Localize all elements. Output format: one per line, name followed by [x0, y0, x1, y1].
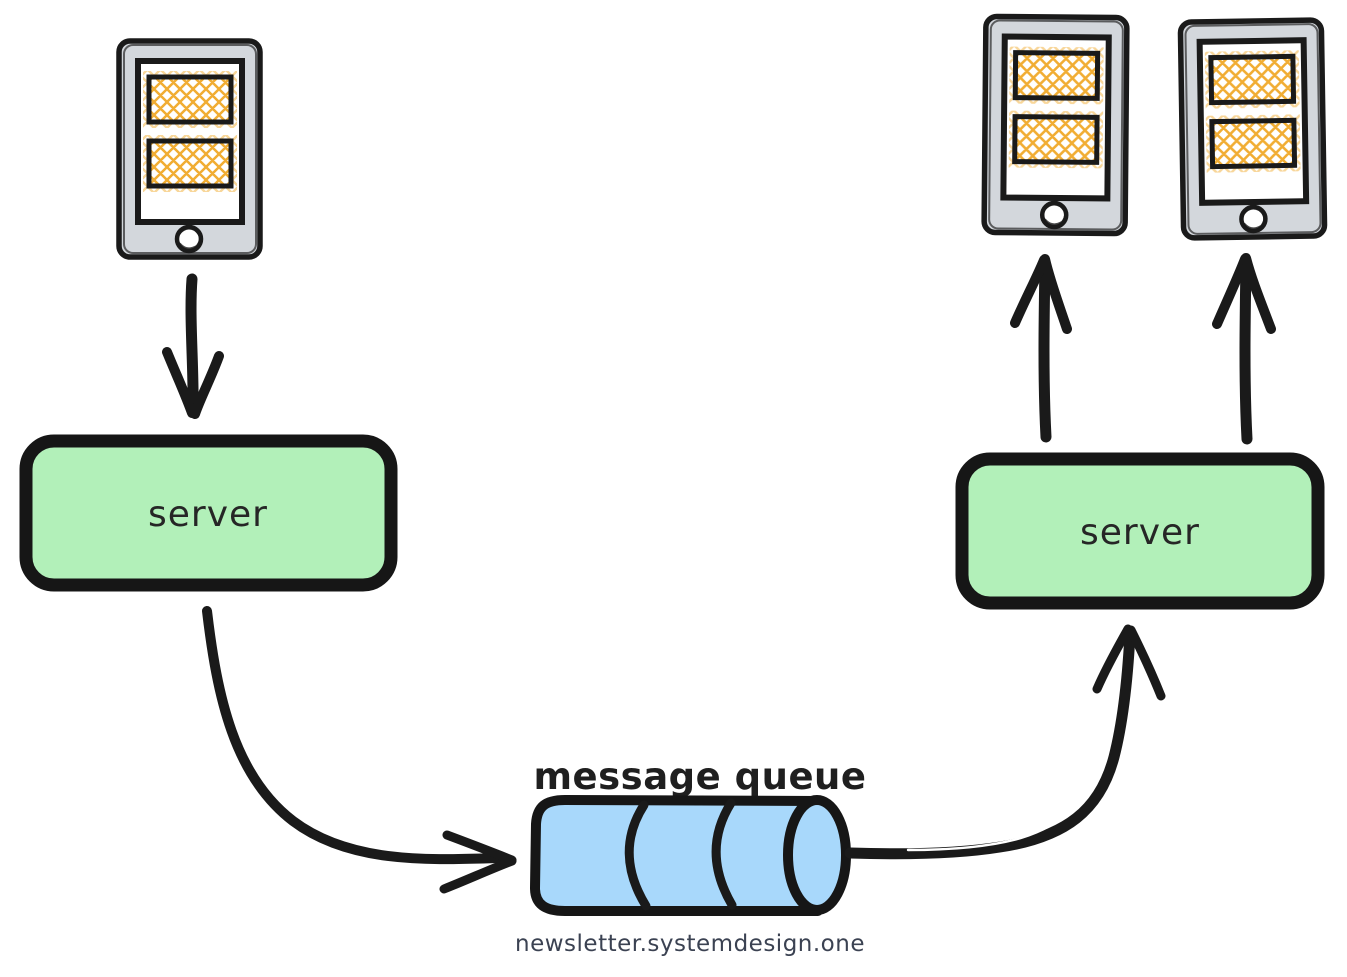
arrow-shaft: [185, 273, 199, 418]
right-server-label: server: [1080, 512, 1200, 553]
arrowhead-right-barb: [1126, 625, 1166, 701]
left-server-label: server: [148, 494, 268, 535]
arrow-shaft: [1038, 257, 1052, 443]
arrowhead-right-barb: [1241, 253, 1276, 334]
arrow-server-to-subscriber-2: [1212, 253, 1276, 445]
subscriber-phone-2-icon: [1180, 20, 1324, 238]
arrow-phone-to-left-server: [162, 273, 224, 419]
caption-text: newsletter.systemdesign.one: [515, 931, 865, 957]
arrowhead-upper-barb: [442, 830, 517, 865]
arrow-shaft: [844, 628, 1136, 860]
subscriber-phone-1-icon: [984, 16, 1127, 233]
server-box: [955, 452, 1325, 610]
arrow-server-to-queue: [202, 606, 517, 894]
queue-cylinder-end-cap: [783, 795, 851, 915]
message-queue-label: message queue: [534, 755, 867, 798]
queue-segment-divider-1: [624, 800, 651, 911]
arrowhead-left-barb: [162, 347, 197, 418]
queue-cylinder-body: [529, 794, 823, 916]
arrow-shaft: [202, 606, 502, 865]
arrowhead-lower-barb: [439, 856, 517, 894]
right-server-node: server: [955, 452, 1325, 610]
queue-segment-divider-2: [711, 798, 737, 910]
arrowhead-left-barb: [1092, 624, 1133, 694]
arrowhead-right-barb: [190, 351, 224, 419]
message-queue-node: message queue: [529, 755, 867, 916]
arrow-shaft: [1239, 257, 1253, 445]
arrow-server-to-subscriber-1: [1010, 254, 1072, 443]
server-box: [19, 434, 398, 592]
left-server-node: server: [19, 434, 398, 592]
arrowhead-right-barb: [1040, 254, 1072, 334]
arrow-shaft-sketch-gap: [906, 761, 1103, 852]
publisher-phone-icon: [119, 41, 260, 257]
arrow-queue-to-right-server: [844, 624, 1166, 860]
